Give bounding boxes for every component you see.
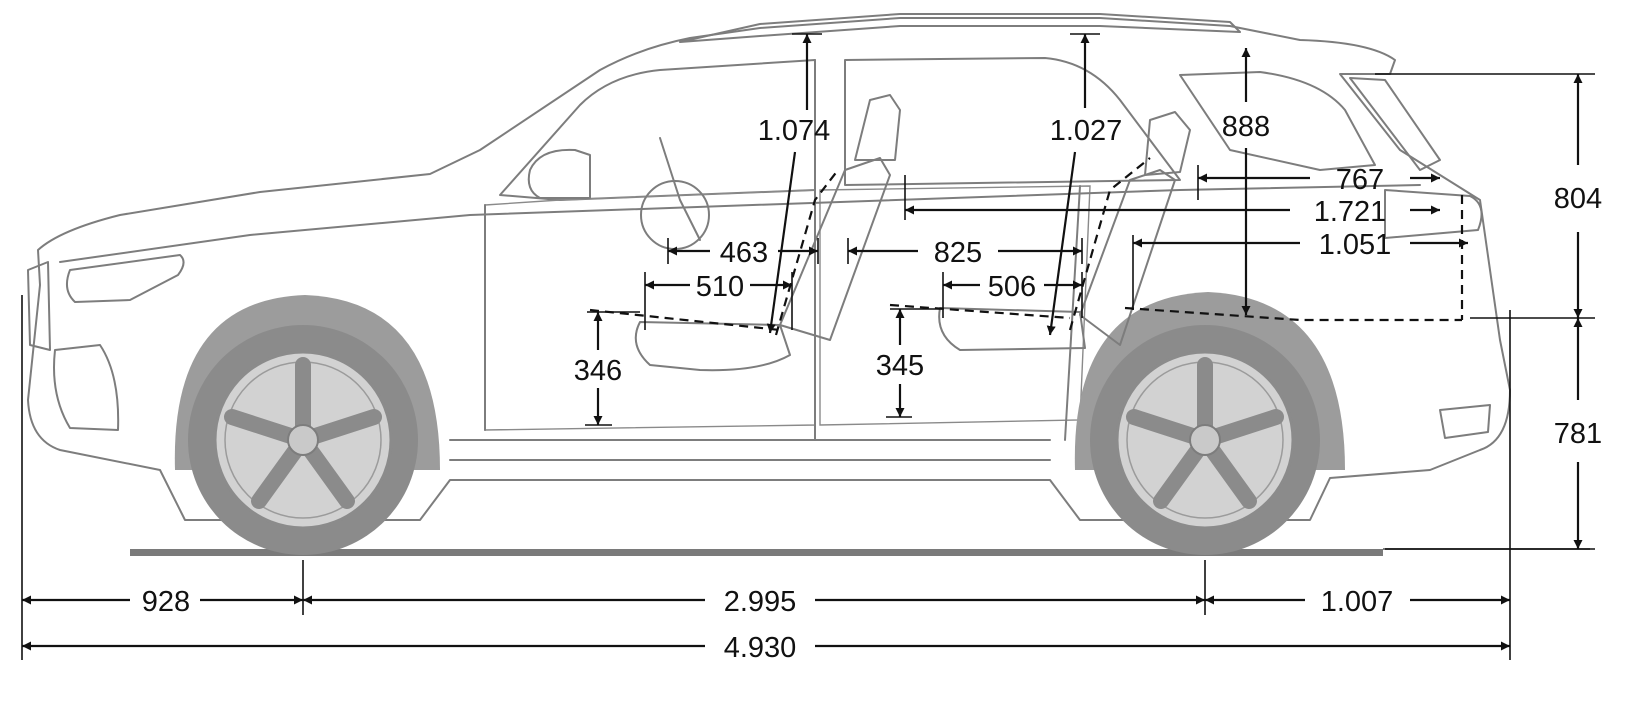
tail-light — [1384, 189, 1483, 239]
cargo-length-max-label: 1.721 — [1314, 196, 1387, 228]
rear-cushion-depth-label: 506 — [988, 271, 1036, 303]
cargo-length-floor-label: 1.051 — [1319, 229, 1392, 261]
cargo-height-label: 888 — [1222, 111, 1270, 143]
right-height-dimensions: 804 781 — [1375, 73, 1602, 550]
interior-cutaway — [484, 189, 816, 431]
rear-glass — [1349, 77, 1441, 171]
roof-rail — [679, 13, 1241, 43]
cargo-length-upper-label: 767 — [1336, 164, 1384, 196]
headlight — [65, 254, 185, 303]
exhaust-tip — [1439, 404, 1491, 439]
bottom-dimensions: 928 2.995 1.007 4.930 — [21, 295, 1511, 664]
headroom-rear-label: 1.027 — [1050, 115, 1123, 147]
front-seat-depth-label: 463 — [720, 237, 768, 269]
front-seat-height-label: 346 — [574, 355, 622, 387]
front-wheel — [188, 325, 418, 555]
front-overhang-label: 928 — [142, 586, 190, 618]
front-seat — [634, 94, 901, 372]
headroom-front-label: 1.074 — [758, 115, 831, 147]
wheelbase-label: 2.995 — [724, 586, 797, 618]
rear-seat — [938, 111, 1191, 351]
overall-length-label: 4.930 — [724, 632, 797, 664]
front-cushion-depth-label: 510 — [696, 271, 744, 303]
quarter-window — [1179, 71, 1376, 171]
lower-height-label: 781 — [1554, 418, 1602, 450]
rear-legroom-label: 825 — [934, 237, 982, 269]
rear-wheel — [1090, 325, 1320, 555]
rear-overhang-label: 1.007 — [1321, 586, 1394, 618]
front-grille — [27, 261, 51, 351]
rear-door-window — [844, 57, 1181, 186]
side-mirror — [527, 148, 591, 199]
interior-dimensions: 1.074 1.027 888 767 1.721 1.051 463 — [574, 33, 1468, 426]
ground-line — [130, 549, 1383, 556]
lower-intake — [53, 344, 120, 431]
upper-height-label: 804 — [1554, 183, 1602, 215]
rear-seat-height-label: 345 — [876, 350, 924, 382]
interior-cutaway-rear — [819, 185, 1091, 426]
